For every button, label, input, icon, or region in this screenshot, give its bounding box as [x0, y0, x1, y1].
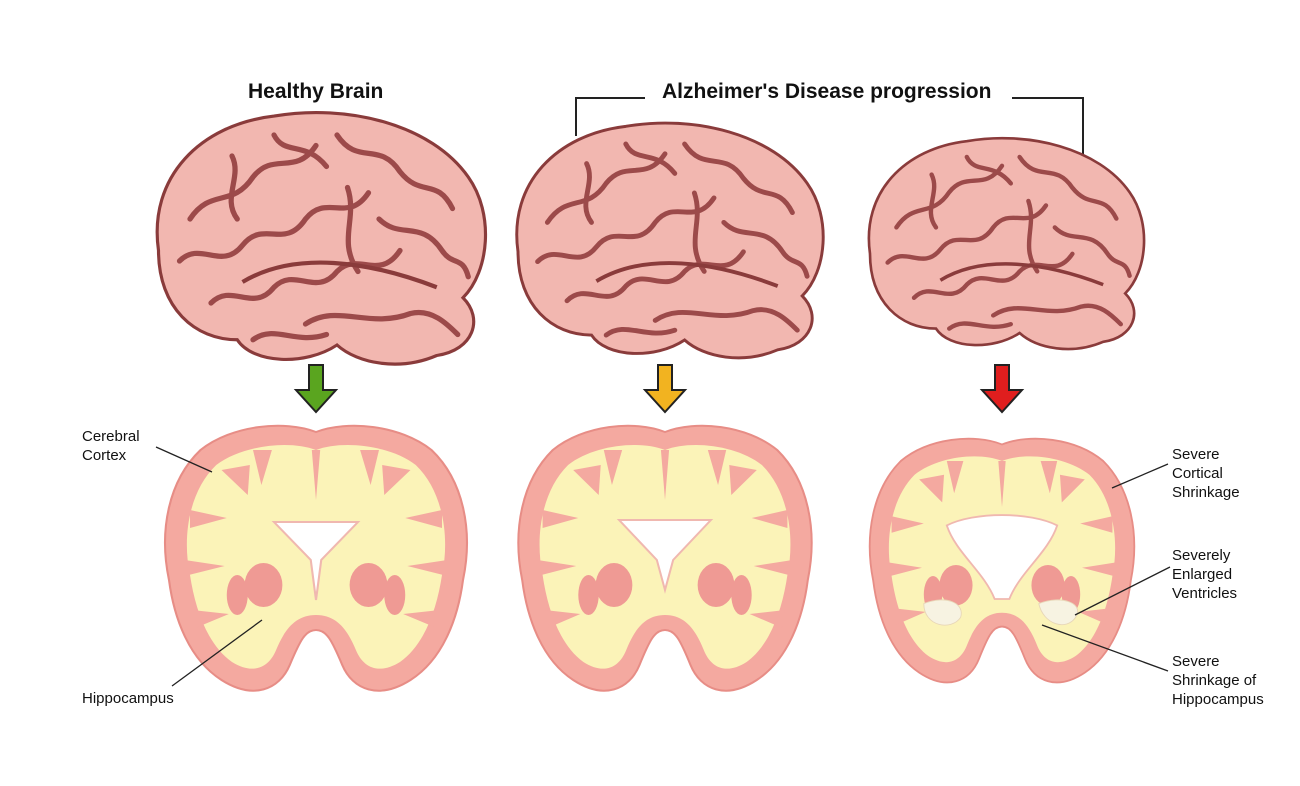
progression-title: Alzheimer's Disease progression — [662, 80, 992, 103]
leader-lines — [155, 446, 1171, 687]
enlarged-ventricles-label: Severely Enlarged Ventricles — [1172, 547, 1238, 602]
brain-lateral-icon — [869, 138, 1144, 349]
cortical-shrinkage-label: Severe Cortical Shrinkage — [1172, 446, 1240, 501]
brain-coronal-section-icon — [164, 424, 468, 692]
healthy-brain-title: Healthy Brain — [248, 80, 384, 103]
cerebral-cortex-label: Cerebral Cortex — [82, 428, 140, 464]
hippocampus-label: Hippocampus — [82, 690, 174, 707]
down-arrow-icon — [644, 364, 686, 413]
brain-lateral-icon — [517, 123, 823, 358]
hippocampus-shrinkage-label: Severe Shrinkage of Hippocampus — [1172, 653, 1264, 708]
brain-lateral-icon — [157, 113, 485, 365]
down-arrow-icon — [295, 364, 337, 413]
progression-bracket — [575, 97, 1084, 154]
brain-coronal-section-icon — [868, 437, 1136, 684]
brain-coronal-section-icon — [517, 424, 813, 692]
down-arrow-icon — [981, 364, 1023, 413]
